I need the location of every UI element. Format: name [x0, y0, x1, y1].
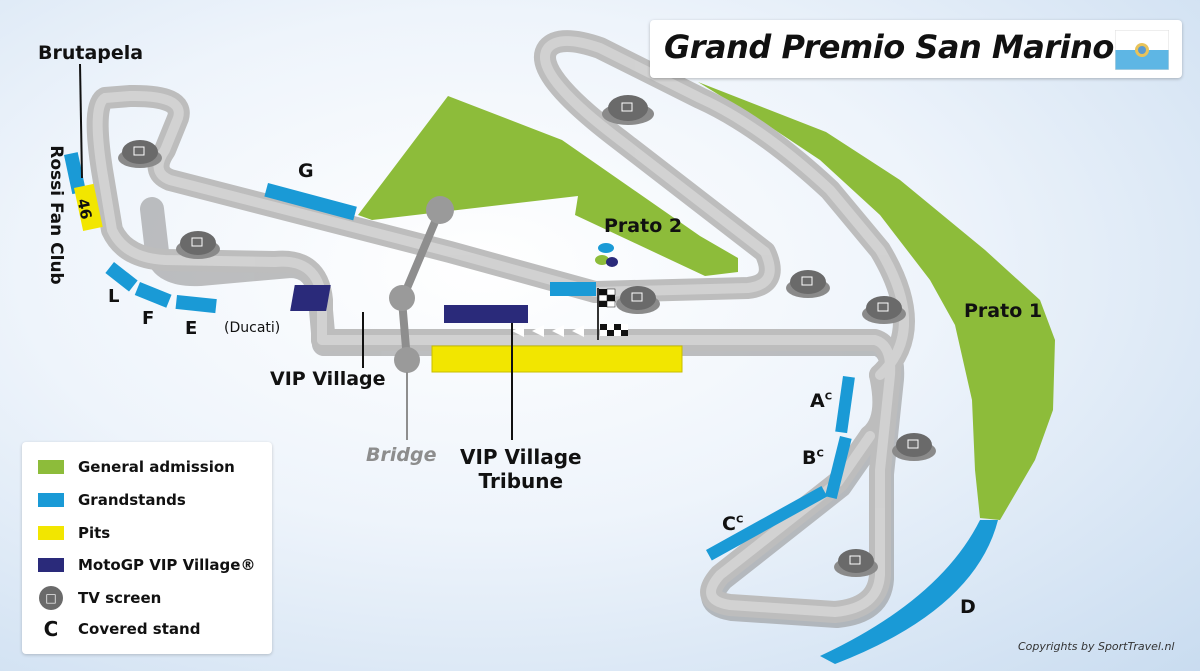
legend: General admission Grandstands Pits MotoG… — [22, 442, 272, 654]
label-grandstand-a: AC — [810, 390, 833, 412]
title-box: Grand Premio San Marino — [650, 20, 1182, 78]
legend-item-general-admission: General admission — [38, 456, 235, 478]
label-grandstand-e: E — [185, 318, 198, 339]
tv-screen-icon — [176, 231, 220, 259]
tv-screen-icon — [786, 270, 830, 298]
grandstands — [63, 152, 998, 664]
tv-screen-icon: □ — [39, 586, 63, 610]
tv-screens — [118, 95, 936, 577]
tv-screen-icon — [834, 549, 878, 577]
copyright-text: Copyrights by SportTravel.nl — [1018, 640, 1175, 653]
label-vip-village-tribune: VIP Village Tribune — [460, 445, 582, 493]
prato-1-area — [698, 82, 1055, 520]
grandstand-e — [175, 295, 217, 314]
legend-item-tv-screen: □ TV screen — [38, 586, 161, 610]
finish-line-flag-icon — [600, 324, 628, 336]
label-vip-village: VIP Village — [270, 368, 386, 390]
grandstand-rossi — [63, 152, 87, 195]
checkered-flag-icon — [597, 288, 616, 340]
grandstand-g — [264, 183, 357, 221]
vip-village-block — [290, 285, 331, 311]
label-grandstand-f: F — [142, 308, 155, 329]
covered-c-letter: C — [43, 617, 59, 641]
tv-screen-icon — [602, 95, 654, 125]
direction-arrows — [512, 325, 584, 337]
grandstand-f — [134, 282, 172, 308]
legend-item-grandstands: Grandstands — [38, 489, 186, 511]
label-grandstand-g: G — [298, 160, 314, 182]
legend-item-vip-village: MotoGP VIP Village® — [38, 554, 255, 576]
label-rossi-fan-club: Rossi Fan Club — [46, 145, 66, 285]
label-prato-2: Prato 2 — [604, 215, 683, 237]
label-prato-1: Prato 1 — [964, 300, 1043, 322]
grandstand-46 — [74, 183, 103, 232]
yellow-swatch — [38, 526, 64, 540]
san-marino-flag-icon — [1115, 30, 1169, 70]
label-ducati: (Ducati) — [224, 320, 281, 336]
grandstand-b — [825, 436, 852, 500]
grandstand-start — [550, 282, 596, 296]
label-grandstand-c: CC — [722, 513, 744, 535]
label-brutapela: Brutapela — [38, 42, 144, 64]
label-grandstand-l: L — [108, 286, 120, 307]
grandstand-l — [105, 262, 138, 292]
label-bridge: Bridge — [366, 444, 437, 466]
grandstand-a — [835, 375, 855, 434]
navy-swatch — [38, 558, 64, 572]
blue-swatch — [38, 493, 64, 507]
vip-village-tribune-block — [444, 305, 528, 323]
tv-screen-icon — [892, 433, 936, 461]
tv-screen-icon — [118, 140, 162, 168]
label-grandstand-d: D — [960, 596, 976, 618]
legend-item-covered-stand: C Covered stand — [38, 617, 201, 641]
grandstand-d — [820, 520, 998, 664]
label-grandstand-b: BC — [802, 447, 824, 469]
pits-building — [431, 345, 683, 373]
bridge-structure — [389, 196, 454, 373]
legend-item-pits: Pits — [38, 522, 110, 544]
prato-2-area — [358, 96, 738, 276]
green-swatch — [38, 460, 64, 474]
page-title: Grand Premio San Marino — [664, 28, 1114, 66]
grandstand-c — [706, 486, 828, 561]
tv-screen-icon — [862, 296, 906, 324]
tv-screen-icon — [616, 286, 660, 314]
